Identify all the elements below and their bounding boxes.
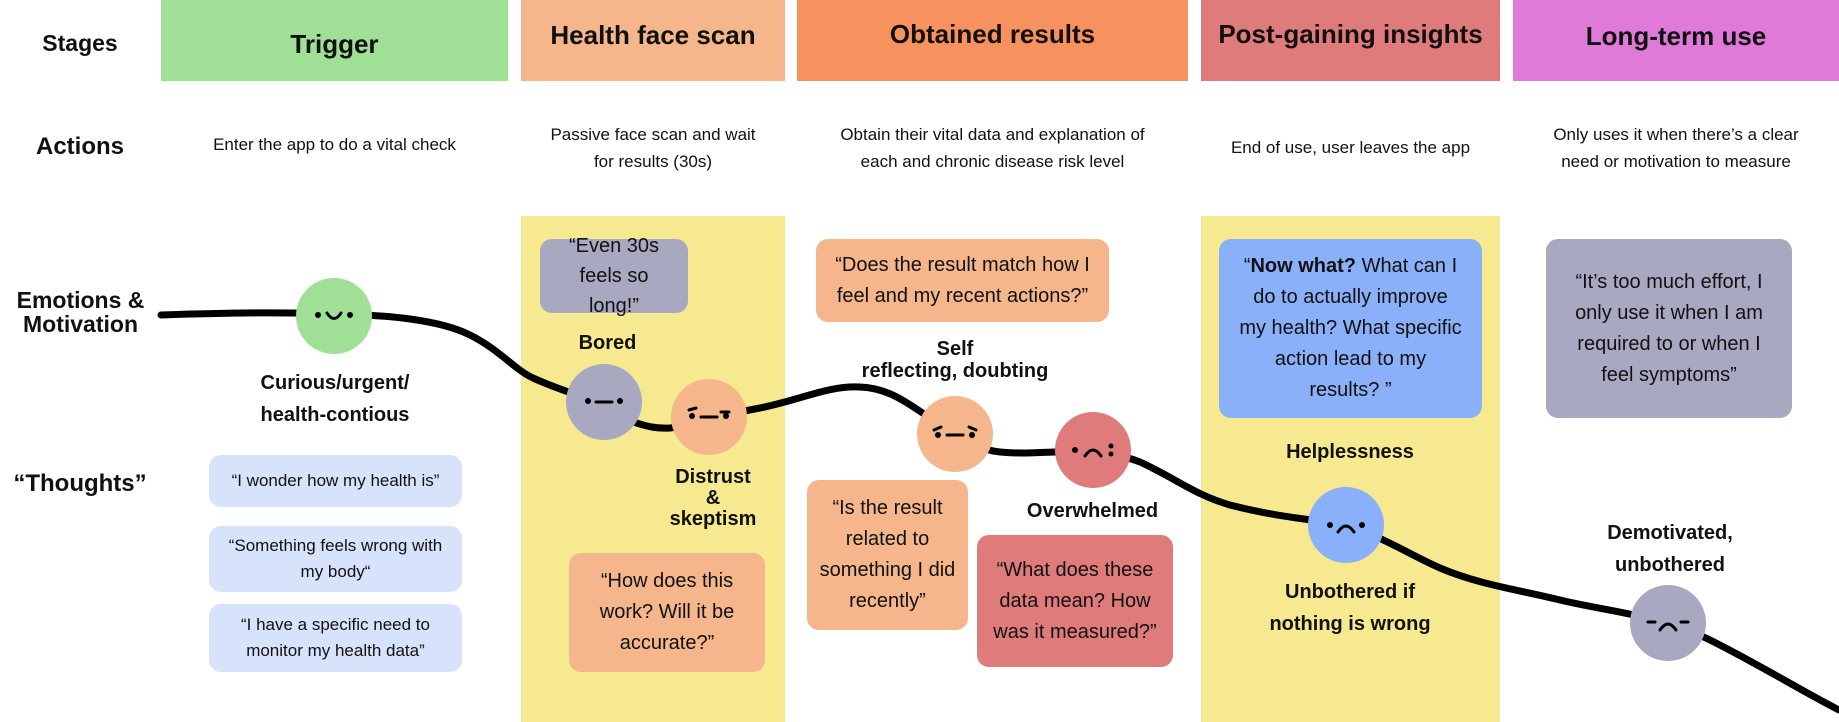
- emotion-label-demotivated-line1: Demotivated,: [1607, 522, 1733, 544]
- thought-too-much-effort-line3: required to or when I: [1577, 332, 1761, 355]
- emotion-label-demotivated: Demotivated, unbothered: [1580, 517, 1760, 581]
- thought-too-much-effort-line2: only use it when I am: [1575, 301, 1763, 324]
- row-label-stages: Stages: [42, 30, 118, 56]
- thought-bubble-how-does-this-work: “How does this work? Will it be accurate…: [569, 553, 765, 672]
- thought-bubble-specific-need: “I have a specific need to monitor my he…: [209, 604, 462, 672]
- emotion-label-helplessness: Helplessness: [1286, 441, 1414, 463]
- thought-data-mean-line3: was it measured?”: [993, 620, 1157, 643]
- emotion-label-curious-line2: health-contious: [260, 404, 410, 426]
- thought-bubble-too-much-effort: “It’s too much effort, I only use it whe…: [1546, 239, 1792, 418]
- thought-now-what-quote: “: [1243, 255, 1251, 277]
- action-obtained-results: Obtain their vital data and explanation …: [797, 121, 1188, 175]
- thought-too-much-effort-line4: feel symptoms”: [1601, 363, 1737, 386]
- stage-header-trigger: Trigger: [161, 0, 508, 81]
- thought-bubble-wonder: “I wonder how my health is”: [209, 455, 462, 507]
- emotion-label-distrust: Distrust & skeptism: [648, 467, 778, 530]
- thought-bubble-result-related: “Is the result related to something I di…: [807, 480, 968, 630]
- doubting-face-icon: [917, 396, 993, 472]
- row-label-emotions-line1: Emotions &: [16, 287, 145, 313]
- emotion-label-overwhelmed: Overwhelmed: [1026, 500, 1159, 522]
- stage-header-health-face-scan: Health face scan: [521, 0, 785, 81]
- thought-now-what-line5: results? ”: [1309, 379, 1392, 401]
- action-long-term-use-line1: Only uses it when there’s a clear: [1553, 125, 1799, 144]
- overwhelmed-face-icon: [1055, 412, 1131, 488]
- action-health-face-scan-line1: Passive face scan and wait: [550, 125, 756, 144]
- thought-result-related-line4: recently”: [849, 590, 926, 612]
- frown-face-icon: [1630, 585, 1706, 661]
- emotion-label-curious: Curious/urgent/ health-contious: [220, 367, 450, 431]
- thought-bubble-what-does-data-mean: “What does these data mean? How was it m…: [977, 535, 1173, 667]
- thought-even-30s-line2: feels so long!”: [579, 265, 649, 317]
- happy-face-icon: [296, 278, 372, 354]
- skeptical-face-icon: [671, 379, 747, 455]
- emotion-label-distrust-line3: skeptism: [669, 508, 757, 530]
- thought-data-mean-line1: “What does these: [996, 558, 1154, 581]
- thought-now-what-line3: my health? What specific: [1239, 317, 1462, 339]
- emotion-label-curious-line1: Curious/urgent/: [260, 372, 410, 394]
- action-post-gaining-insights: End of use, user leaves the app: [1201, 134, 1500, 161]
- thought-wonder-text: “I wonder how my health is”: [231, 471, 440, 490]
- row-label-actions: Actions: [35, 133, 124, 160]
- emotion-label-self-reflecting-line1: Self: [936, 338, 974, 360]
- helpless-face-icon: [1308, 487, 1384, 563]
- action-trigger-line1: Enter the app to do a vital check: [213, 135, 456, 154]
- emotion-label-distrust-line1: Distrust: [675, 466, 751, 488]
- stage-header-long-term-use: Long-term use: [1513, 0, 1839, 81]
- action-health-face-scan-line2: for results (30s): [593, 152, 713, 171]
- thought-something-wrong-line2: my body“: [300, 562, 371, 581]
- action-trigger: Enter the app to do a vital check: [161, 131, 508, 158]
- emotion-label-unbothered-line2: nothing is wrong: [1269, 613, 1431, 635]
- emotion-label-demotivated-line2: unbothered: [1615, 554, 1725, 576]
- thought-now-what-line2: do to actually improve: [1253, 286, 1448, 308]
- thought-result-related-line3: something I did: [819, 559, 956, 581]
- thought-result-match-line2: feel and my recent actions?”: [836, 284, 1089, 307]
- action-long-term-use-line2: need or motivation to measure: [1561, 152, 1791, 171]
- thought-bubble-now-what: “Now what? What can I do to actually imp…: [1219, 239, 1482, 418]
- emotion-label-self-reflecting-line2: reflecting, doubting: [861, 360, 1049, 382]
- thought-how-does-line1: “How does this: [600, 570, 734, 592]
- thought-how-does-line2: work? Will it be: [599, 601, 735, 623]
- emotion-label-unbothered: Unbothered if nothing is wrong: [1240, 576, 1460, 640]
- action-obtained-results-line1: Obtain their vital data and explanation …: [840, 125, 1145, 144]
- emotion-label-unbothered-line1: Unbothered if: [1285, 581, 1415, 603]
- action-health-face-scan: Passive face scan and wait for results (…: [521, 121, 785, 175]
- action-obtained-results-line2: each and chronic disease risk level: [860, 152, 1125, 171]
- row-label-thoughts: “Thoughts”: [13, 470, 147, 497]
- thought-specific-need-line2: monitor my health data”: [246, 641, 425, 660]
- thought-even-30s-line1: “Even 30s: [568, 235, 660, 257]
- thought-something-wrong-line1: “Something feels wrong with: [228, 536, 443, 555]
- thought-bubble-result-match: “Does the result match how I feel and my…: [816, 239, 1109, 322]
- action-long-term-use: Only uses it when there’s a clear need o…: [1513, 121, 1839, 175]
- thought-result-related-line2: related to: [845, 528, 930, 550]
- action-post-gaining-insights-line1: End of use, user leaves the app: [1230, 138, 1471, 157]
- thought-now-what-rest: What can I: [1356, 255, 1458, 277]
- thought-bubble-even-30s: “Even 30s feels so long!”: [540, 235, 688, 317]
- thought-now-what-line4: action lead to my: [1274, 348, 1427, 370]
- row-label-emotions: Emotions & Motivation: [8, 288, 153, 336]
- bored-face-icon: [566, 364, 642, 440]
- thought-result-related-line1: “Is the result: [832, 497, 943, 519]
- thought-bubble-something-wrong: “Something feels wrong with my body“: [209, 526, 462, 592]
- thought-how-does-line3: accurate?”: [619, 632, 715, 654]
- thought-specific-need-line1: “I have a specific need to: [240, 615, 430, 634]
- emotion-label-distrust-line2: &: [705, 487, 721, 509]
- thought-result-match-line1: “Does the result match how I: [835, 253, 1090, 276]
- thought-now-what-bold: Now what?: [1250, 255, 1357, 277]
- thought-data-mean-line2: data mean? How: [999, 589, 1151, 612]
- thought-now-what-line1: “Now what? What can I: [1239, 251, 1461, 282]
- emotion-label-self-reflecting: Self reflecting, doubting: [845, 338, 1065, 382]
- emotion-label-bored: Bored: [578, 332, 637, 354]
- row-label-emotions-line2: Motivation: [23, 311, 138, 337]
- stage-header-obtained-results: Obtained results: [797, 0, 1188, 81]
- thought-too-much-effort-line1: “It’s too much effort, I: [1575, 270, 1763, 293]
- stage-header-post-gaining-insights: Post-gaining insights: [1201, 0, 1500, 81]
